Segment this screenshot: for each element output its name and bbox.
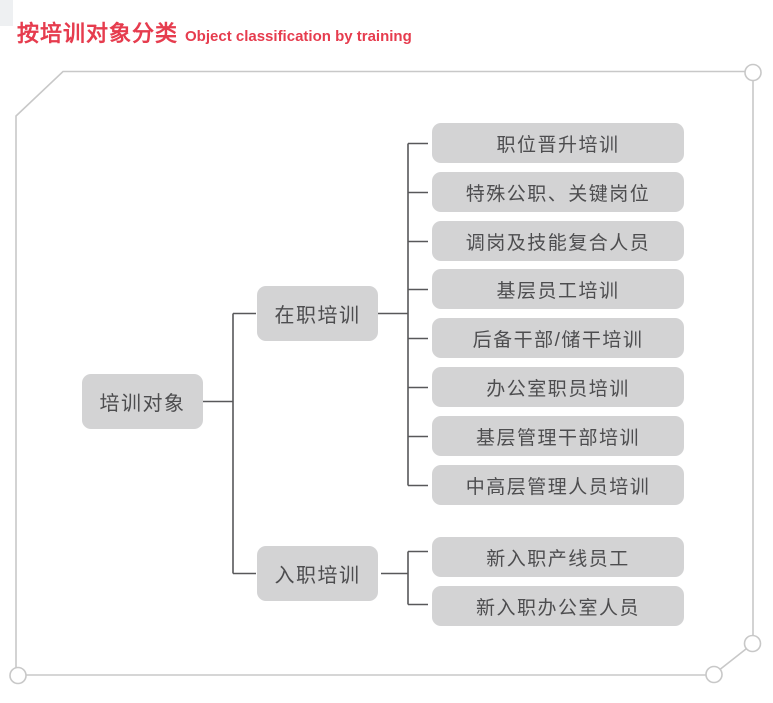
leaf-reserve-cadre: 后备干部/储干培训 [432, 318, 684, 358]
leaf-promotion-training: 职位晋升培训 [432, 123, 684, 163]
frame-circle-bottom [705, 665, 723, 684]
leaf-transfer-multiskill: 调岗及技能复合人员 [432, 221, 684, 261]
leaf-new-production-staff: 新入职产线员工 [432, 537, 684, 577]
frame-circle-top-right [744, 63, 762, 82]
connector-root [203, 312, 256, 575]
leaf-senior-managers: 中高层管理人员培训 [432, 465, 684, 505]
node-training-object: 培训对象 [82, 374, 203, 429]
frame-border [9, 63, 762, 685]
node-onboarding-training: 入职培训 [257, 546, 378, 601]
leaf-office-staff: 办公室职员培训 [432, 367, 684, 407]
connector-onboarding-bracket [381, 550, 428, 606]
leaf-grassroots-managers: 基层管理干部培训 [432, 416, 684, 456]
connector-onjob-bracket [378, 142, 428, 487]
leaf-special-key-posts: 特殊公职、关键岗位 [432, 172, 684, 212]
frame-circle-right-lower [743, 634, 762, 653]
title-english: Object classification by training [185, 28, 412, 45]
screen-edge-artifact [0, 0, 13, 26]
frame-circle-bottom-left [9, 666, 27, 685]
tree-connectors [203, 142, 428, 606]
leaf-new-office-staff: 新入职办公室人员 [432, 586, 684, 626]
leaf-grassroots-staff: 基层员工培训 [432, 269, 684, 309]
frame-path [15, 70, 754, 676]
title-chinese: 按培训对象分类 [17, 21, 179, 46]
page-title: 按培训对象分类 Object classification by trainin… [17, 16, 412, 48]
node-onjob-training: 在职培训 [257, 286, 378, 341]
